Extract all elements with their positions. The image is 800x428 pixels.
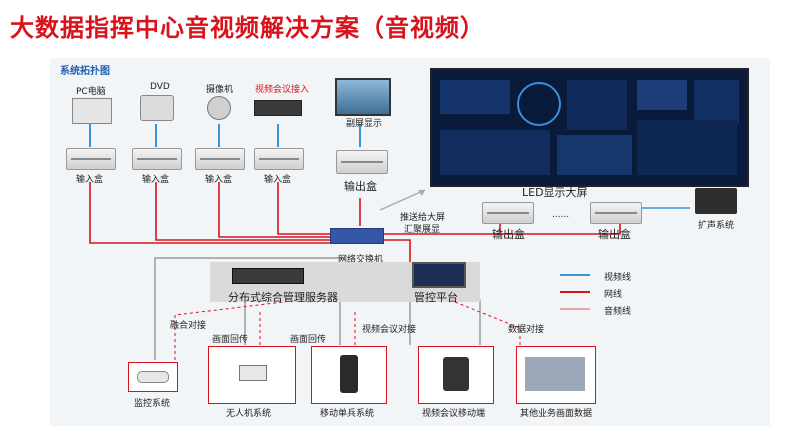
link-return-2: 画面回传 <box>290 335 327 345</box>
drone-frame <box>208 346 296 404</box>
page-title: 大数据指挥中心音视频解决方案（音视频） <box>10 14 485 42</box>
office-photo <box>525 357 585 391</box>
push-label-2: 汇聚展显 <box>404 225 441 235</box>
source-label-pc: PC电脑 <box>76 87 106 97</box>
led-panel <box>637 120 737 175</box>
input-box-2 <box>132 148 182 170</box>
input-box-3 <box>195 148 245 170</box>
bottom-label-surveillance: 监控系统 <box>134 399 171 409</box>
led-panel <box>557 135 632 175</box>
dvd-icon <box>140 95 174 121</box>
legend-video: 视频线 <box>604 273 632 283</box>
output-box-main-label: 输出盒 <box>344 180 377 193</box>
mobile-unit-frame <box>311 346 387 404</box>
bottom-label-other: 其他业务画面数据 <box>520 409 593 419</box>
output-box-led-1 <box>482 202 534 224</box>
input-box-label-3: 输入盒 <box>205 175 233 185</box>
input-box-label-2: 输入盒 <box>142 175 170 185</box>
link-vconf: 视频会议对接 <box>362 325 417 335</box>
server-rack <box>232 268 304 284</box>
link-fusion: 融合对接 <box>170 321 207 331</box>
link-return-1: 画面回传 <box>212 335 249 345</box>
surveillance-camera-icon <box>137 371 169 383</box>
output-box-led-2 <box>590 202 642 224</box>
output-box-led-2-label: 输出盒 <box>598 228 631 241</box>
pc-icon <box>72 98 112 124</box>
sub-screen-monitor <box>335 78 391 116</box>
topology-label: 系统拓扑图 <box>60 66 110 77</box>
led-panel <box>637 80 687 110</box>
switch-label: 网络交换机 <box>338 255 384 265</box>
control-label: 管控平台 <box>414 291 458 304</box>
drone-icon <box>239 365 267 381</box>
legend-network: 网线 <box>604 290 623 300</box>
input-box-1 <box>66 148 116 170</box>
legend-audio: 音频线 <box>604 307 632 317</box>
led-panel <box>440 80 510 114</box>
led-gauge <box>517 82 561 126</box>
push-label-1: 推送给大屏 <box>400 213 446 223</box>
network-switch <box>330 228 384 244</box>
input-box-label-1: 输入盒 <box>76 175 104 185</box>
output-box-led-1-label: 输出盒 <box>492 228 525 241</box>
control-monitor <box>412 262 466 288</box>
ellipsis: ...... <box>552 210 570 220</box>
led-label: LED显示大屏 <box>522 186 588 199</box>
speaker-icon <box>695 188 737 214</box>
video-conference-device <box>254 100 302 116</box>
led-panel <box>440 130 550 175</box>
bottom-label-drone: 无人机系统 <box>226 409 272 419</box>
input-box-4 <box>254 148 304 170</box>
input-box-label-4: 输入盒 <box>264 175 292 185</box>
led-panel <box>567 80 627 130</box>
surveillance-frame <box>128 362 178 392</box>
led-wall <box>430 68 749 187</box>
speaker-label: 扩声系统 <box>698 221 735 231</box>
other-data-frame <box>516 346 596 404</box>
vconf-mobile-frame <box>418 346 494 404</box>
source-label-dvd: DVD <box>150 82 170 92</box>
bottom-label-mobile-unit: 移动单兵系统 <box>320 409 375 419</box>
handheld-device-icon <box>340 355 358 393</box>
server-label: 分布式综合管理服务器 <box>228 291 338 304</box>
vconf-terminal-icon <box>443 357 469 391</box>
sub-screen-label: 副屏显示 <box>346 119 383 129</box>
link-data: 数据对接 <box>508 325 545 335</box>
camera-icon <box>207 96 231 120</box>
led-panel <box>694 80 739 125</box>
source-label-vconf: 视频会议接入 <box>255 85 310 95</box>
bottom-label-vconf-mobile: 视频会议移动端 <box>422 409 486 419</box>
output-box-main <box>336 150 388 174</box>
source-label-camera: 摄像机 <box>206 85 234 95</box>
